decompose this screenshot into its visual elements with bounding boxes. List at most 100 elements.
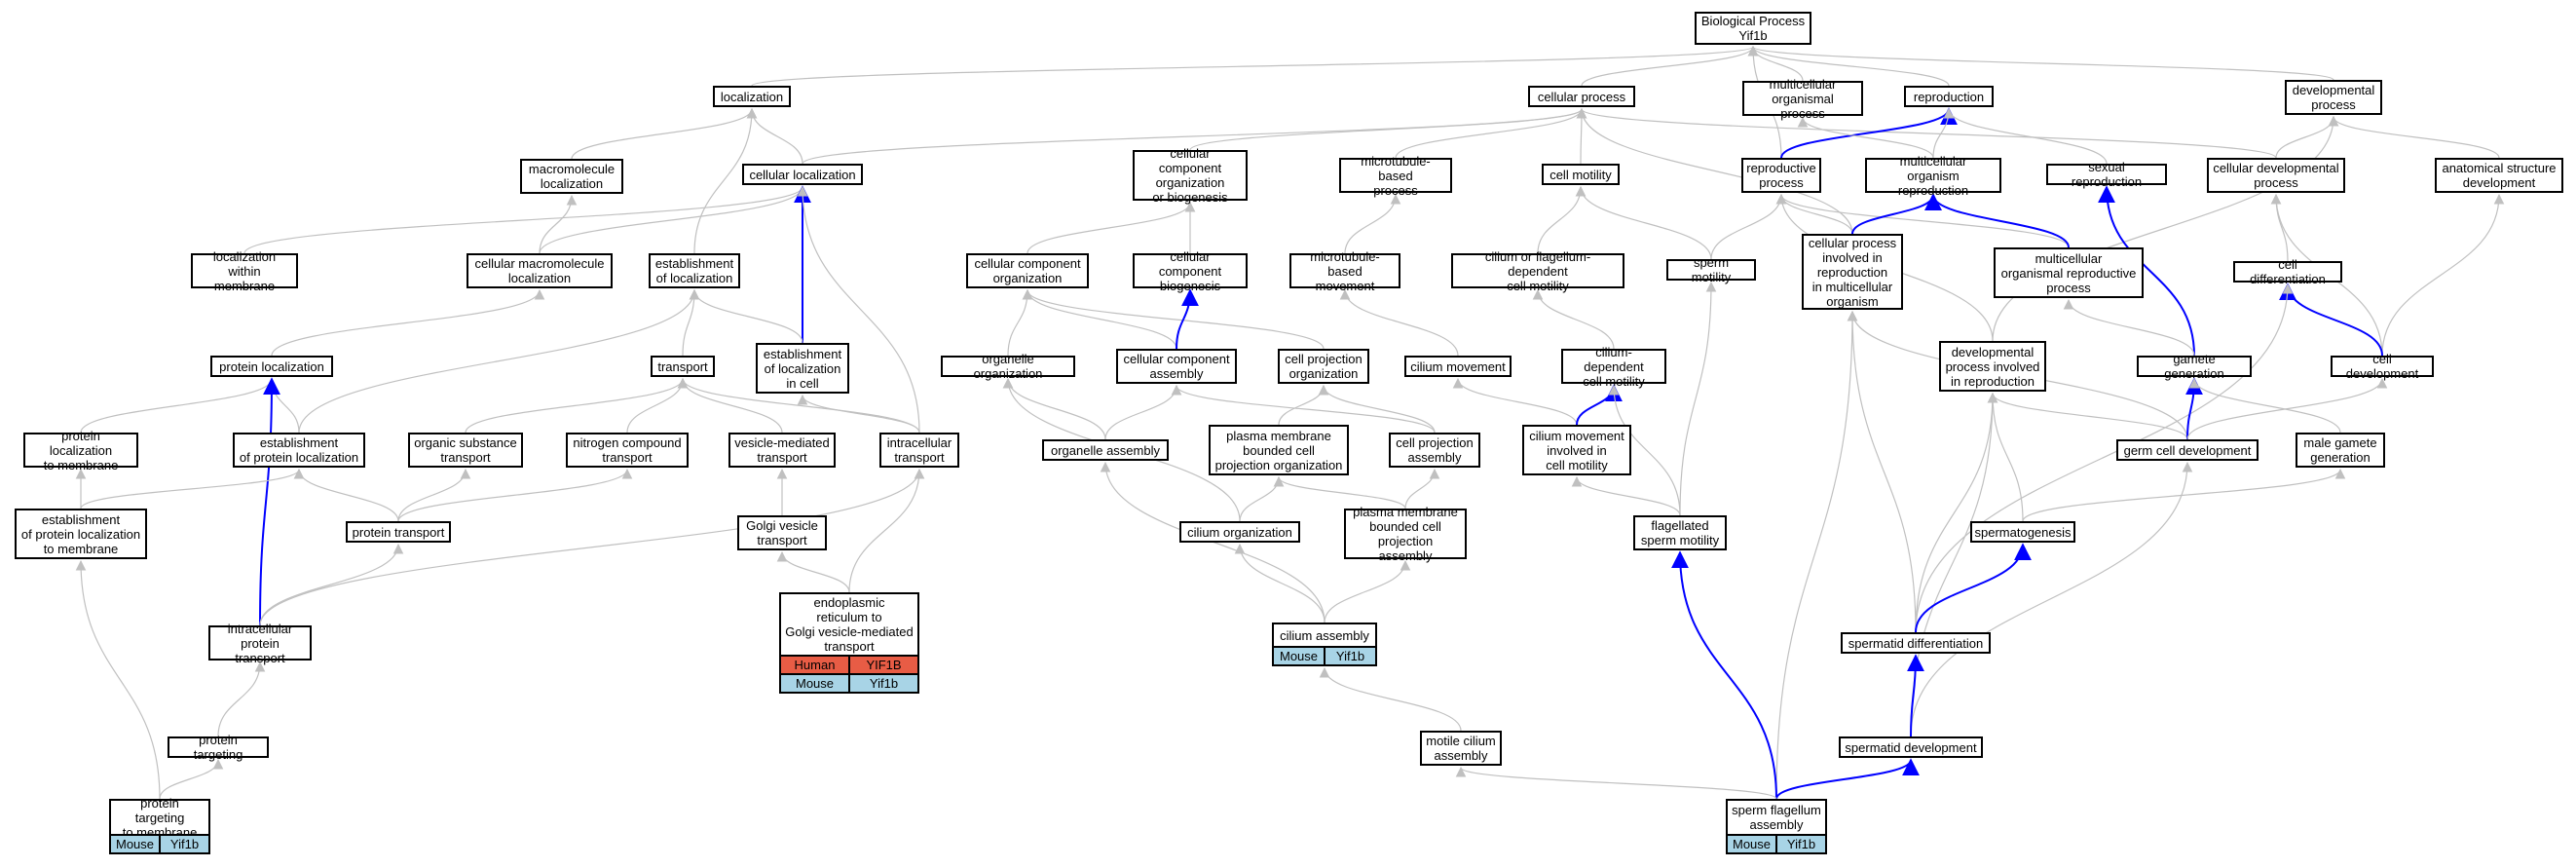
node-nitrogen-compound-transport[interactable]: nitrogen compound transport [566, 433, 689, 468]
graph-edge [1915, 283, 2294, 633]
graph-edge [1027, 201, 1196, 254]
node-germ-cell-development[interactable]: germ cell development [2116, 439, 2259, 461]
graph-edge [1455, 766, 1777, 800]
highlighted-edge [1576, 384, 1623, 426]
node-spermatid-differentiation[interactable]: spermatid differentiation [1841, 632, 1991, 654]
node-cilium-movement[interactable]: cilium movement [1404, 356, 1512, 377]
graph-edge [159, 758, 224, 800]
node-organelle-organization[interactable]: organelle organization [941, 352, 1075, 381]
node-cp-involved-in-reproduction[interactable]: cellular process involved in reproductio… [1802, 234, 1903, 310]
node-pm-bounded-cell-projection-organization[interactable]: plasma membrane bounded cell projection … [1209, 425, 1349, 475]
node-cellular-developmental-process[interactable]: cellular developmental process [2207, 158, 2345, 193]
annotation-species-cell: Mouse [779, 673, 850, 694]
node-reproductive-process[interactable]: reproductive process [1741, 158, 1821, 193]
node-microtubule-based-movement[interactable]: microtubule-based movement [1289, 249, 1400, 293]
node-establishment-of-protein-localization[interactable]: establishment of protein localization [233, 433, 365, 468]
graph-edge [271, 288, 545, 357]
node-pm-bounded-cell-projection-assembly[interactable]: plasma membrane bounded cell projection … [1344, 505, 1467, 563]
node-protein-targeting[interactable]: protein targeting [168, 733, 269, 762]
graph-edge [1608, 384, 1681, 516]
node-multicellular-organismal-reproductive-process[interactable]: multicellular organismal reproductive pr… [1994, 247, 2144, 298]
node-er-to-golgi[interactable]: endoplasmic reticulum to Golgi vesicle-m… [779, 592, 919, 655]
node-multicellular-organismal-process[interactable]: multicellular organismal process [1742, 77, 1863, 121]
node-motile-cilium-assembly[interactable]: motile cilium assembly [1420, 731, 1502, 766]
graph-edge [539, 194, 578, 254]
node-cilium-dependent-cell-motility[interactable]: cilium-dependent cell motility [1561, 345, 1666, 389]
graph-edge [2188, 377, 2341, 434]
node-developmental-process[interactable]: developmental process [2285, 80, 2382, 115]
node-spermatogenesis[interactable]: spermatogenesis [1970, 521, 2075, 543]
node-sexual-reproduction[interactable]: sexual reproduction [2046, 160, 2167, 189]
node-protein-localization-to-membrane[interactable]: protein localization to membrane [23, 429, 138, 472]
graph-edge [293, 468, 399, 522]
node-localization[interactable]: localization [713, 86, 791, 107]
node-cilium-flagellum-motility[interactable]: cilium or flagellum-dependent cell motil… [1451, 249, 1624, 293]
node-sperm-flagellum-assembly[interactable]: sperm flagellum assembly [1726, 799, 1827, 834]
node-organic-substance-transport[interactable]: organic substance transport [408, 433, 523, 468]
node-intracellular-protein-transport[interactable]: intracellular protein transport [208, 622, 312, 665]
node-protein-targeting-to-membrane[interactable]: protein targeting to membrane [109, 796, 210, 840]
node-establishment-of-protein-localization-to-membrane[interactable]: establishment of protein localization to… [15, 509, 147, 559]
node-dev-process-involved-in-reproduction[interactable]: developmental process involved in reprod… [1939, 341, 2046, 392]
graph-edge [1532, 288, 1615, 350]
node-cell-development[interactable]: cell development [2331, 352, 2434, 381]
node-protein-transport[interactable]: protein transport [346, 521, 451, 543]
graph-edge [1339, 288, 1459, 357]
graph-edge [1987, 392, 2188, 440]
graph-edge [1171, 384, 1436, 434]
annotation-gene-cell: Yif1b [159, 834, 210, 854]
graph-edge [259, 468, 925, 626]
node-gamete-generation[interactable]: gamete generation [2137, 352, 2252, 381]
graph-edge [1679, 281, 1717, 516]
node-bp[interactable]: Biological Process Yif1b [1695, 12, 1811, 45]
node-vesicle-mediated-transport[interactable]: vesicle-mediated transport [728, 433, 836, 468]
node-spermatid-development[interactable]: spermatid development [1839, 736, 1983, 758]
node-cell-differentiation[interactable]: cell differentiation [2233, 257, 2342, 286]
node-cc-org-biogenesis[interactable]: cellular component organization or bioge… [1133, 146, 1248, 205]
node-cell-projection-organization[interactable]: cell projection organization [1278, 349, 1369, 384]
node-sperm-motility[interactable]: sperm motility [1666, 255, 1756, 284]
node-golgi-vesicle-transport[interactable]: Golgi vesicle transport [737, 515, 827, 550]
graph-edge [848, 468, 925, 593]
node-cell-projection-assembly[interactable]: cell projection assembly [1389, 433, 1480, 468]
node-cilium-organization[interactable]: cilium organization [1179, 521, 1300, 543]
node-cc-assembly[interactable]: cellular component assembly [1116, 349, 1237, 384]
graph-edge [1234, 543, 1325, 623]
graph-edge [1915, 392, 1998, 633]
graph-edge [1797, 116, 1934, 159]
highlighted-edge [1671, 550, 1777, 800]
node-cc-biogenesis[interactable]: cellular component biogenesis [1133, 249, 1248, 293]
node-protein-localization[interactable]: protein localization [210, 356, 333, 377]
node-multicellular-organism-reproduction[interactable]: multicellular organism reproduction [1865, 154, 2001, 198]
node-cellular-macromolecule-localization[interactable]: cellular macromolecule localization [467, 253, 613, 288]
node-flagellated-sperm-motility[interactable]: flagellated sperm motility [1633, 515, 1727, 550]
node-localization-within-membrane[interactable]: localization within membrane [191, 249, 298, 293]
node-intracellular-transport[interactable]: intracellular transport [879, 433, 959, 468]
graph-edge [397, 468, 471, 522]
node-macromolecule-localization[interactable]: macromolecule localization [520, 159, 623, 194]
node-male-gamete-generation[interactable]: male gamete generation [2296, 433, 2385, 468]
node-cc-organization[interactable]: cellular component organization [966, 253, 1089, 288]
node-anatomical-structure-development[interactable]: anatomical structure development [2435, 158, 2563, 193]
node-establishment-of-localization[interactable]: establishment of localization [649, 253, 740, 288]
node-cellular-process[interactable]: cellular process [1528, 86, 1635, 107]
graph-edge [776, 550, 850, 593]
graph-edge [1022, 288, 1177, 350]
node-cilium-movement-involved-in-cell-motility[interactable]: cilium movement involved in cell motilit… [1522, 425, 1631, 475]
graph-edge [571, 107, 758, 160]
graph-edge [1404, 468, 1440, 509]
highlighted-edge [1906, 654, 1924, 737]
annotation-gene-cell: Yif1b [1324, 646, 1377, 666]
node-organelle-assembly[interactable]: organelle assembly [1042, 439, 1169, 461]
node-cilium-assembly[interactable]: cilium assembly [1272, 623, 1377, 646]
graph-edge [465, 377, 689, 434]
graph-edge [243, 185, 808, 254]
node-cellular-localization[interactable]: cellular localization [742, 164, 863, 185]
node-microtubule-based-process[interactable]: microtubule-based process [1339, 154, 1452, 198]
graph-edge [2381, 193, 2505, 357]
graph-edge [1910, 392, 1998, 737]
node-transport[interactable]: transport [651, 356, 715, 377]
node-reproduction[interactable]: reproduction [1904, 86, 1994, 107]
node-cell-motility[interactable]: cell motility [1542, 164, 1620, 185]
node-establishment-of-localization-in-cell[interactable]: establishment of localization in cell [756, 343, 849, 394]
